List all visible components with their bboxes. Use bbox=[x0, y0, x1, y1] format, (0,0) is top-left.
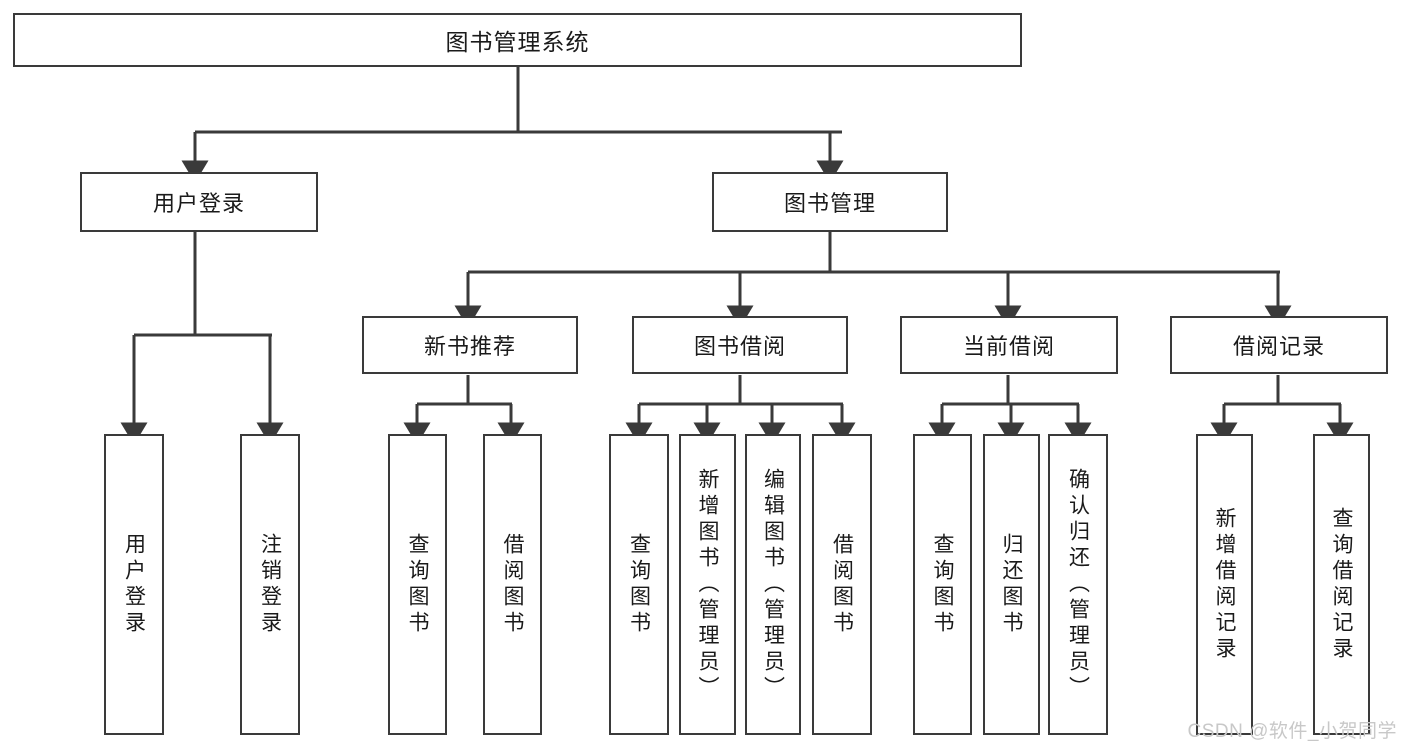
leaf-book-borrow-4[interactable]: 借阅图书 bbox=[812, 434, 872, 735]
leaf-new-book-1[interactable]: 查询图书 bbox=[388, 434, 447, 735]
leaf-user-login-2-label: 注销登录 bbox=[258, 532, 282, 637]
node-user-login[interactable]: 用户登录 bbox=[80, 172, 318, 232]
node-book-borrow-label: 图书借阅 bbox=[693, 334, 786, 359]
node-borrow-record[interactable]: 借阅记录 bbox=[1170, 316, 1388, 374]
leaf-borrow-record-2-label: 查询借阅记录 bbox=[1330, 506, 1353, 663]
leaf-current-borrow-2-label: 归还图书 bbox=[1000, 532, 1023, 637]
node-current-borrow[interactable]: 当前借阅 bbox=[900, 316, 1118, 374]
leaf-current-borrow-3[interactable]: 确认归还（管理员） bbox=[1048, 434, 1108, 735]
leaf-book-borrow-4-label: 借阅图书 bbox=[830, 532, 854, 637]
leaf-book-borrow-1[interactable]: 查询图书 bbox=[609, 434, 669, 735]
node-root[interactable]: 图书管理系统 bbox=[13, 13, 1022, 67]
leaf-borrow-record-2[interactable]: 查询借阅记录 bbox=[1313, 434, 1370, 735]
node-new-book-recommend-label: 新书推荐 bbox=[423, 334, 516, 359]
leaf-current-borrow-2[interactable]: 归还图书 bbox=[983, 434, 1040, 735]
node-new-book-recommend[interactable]: 新书推荐 bbox=[362, 316, 578, 374]
leaf-user-login-2[interactable]: 注销登录 bbox=[240, 434, 300, 735]
node-root-label: 图书管理系统 bbox=[445, 29, 590, 55]
node-borrow-record-label: 借阅记录 bbox=[1232, 334, 1325, 359]
leaf-current-borrow-1[interactable]: 查询图书 bbox=[913, 434, 972, 735]
leaf-current-borrow-3-label: 确认归还（管理员） bbox=[1066, 467, 1090, 702]
leaf-user-login-1[interactable]: 用户登录 bbox=[104, 434, 164, 735]
leaf-book-borrow-3-label: 编辑图书（管理员） bbox=[761, 467, 785, 702]
node-book-manage[interactable]: 图书管理 bbox=[712, 172, 948, 232]
node-book-manage-label: 图书管理 bbox=[783, 191, 876, 216]
leaf-book-borrow-1-label: 查询图书 bbox=[627, 532, 651, 637]
leaf-book-borrow-2[interactable]: 新增图书（管理员） bbox=[679, 434, 736, 735]
leaf-book-borrow-2-label: 新增图书（管理员） bbox=[696, 467, 719, 702]
leaf-borrow-record-1[interactable]: 新增借阅记录 bbox=[1196, 434, 1253, 735]
leaf-book-borrow-3[interactable]: 编辑图书（管理员） bbox=[745, 434, 801, 735]
node-book-borrow[interactable]: 图书借阅 bbox=[632, 316, 848, 374]
leaf-user-login-1-label: 用户登录 bbox=[122, 532, 146, 637]
watermark-text: CSDN @软件_小贺同学 bbox=[1187, 721, 1397, 742]
leaf-borrow-record-1-label: 新增借阅记录 bbox=[1213, 506, 1236, 663]
leaf-new-book-2-label: 借阅图书 bbox=[501, 532, 524, 637]
node-user-login-label: 用户登录 bbox=[152, 191, 245, 216]
leaf-new-book-2[interactable]: 借阅图书 bbox=[483, 434, 542, 735]
leaf-new-book-1-label: 查询图书 bbox=[406, 532, 429, 637]
node-current-borrow-label: 当前借阅 bbox=[962, 334, 1055, 359]
leaf-current-borrow-1-label: 查询图书 bbox=[931, 532, 954, 637]
